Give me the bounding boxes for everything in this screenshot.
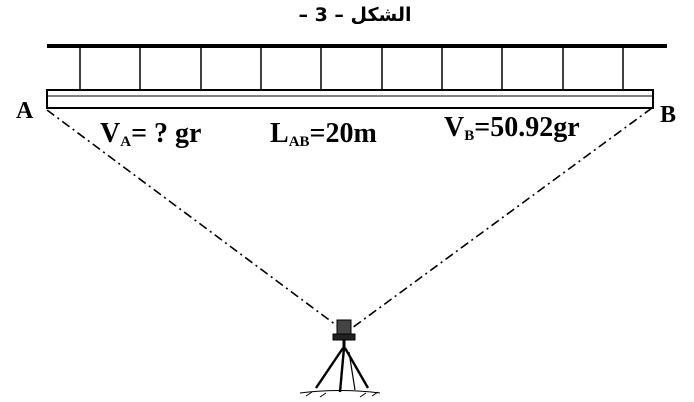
lab-symbol: L <box>270 118 289 149</box>
beam-verticals <box>79 46 624 90</box>
vb-subscript: B <box>464 128 475 144</box>
lab-value: =20m <box>309 118 377 149</box>
theodolite-icon <box>299 319 381 398</box>
beam-deck <box>46 89 654 109</box>
va-value: = ? gr <box>131 118 202 149</box>
point-a-label: A <box>16 98 34 124</box>
vb-value: =50.92gr <box>474 112 580 143</box>
point-b-label: B <box>660 102 677 128</box>
va-subscript: A <box>120 134 132 150</box>
lab-label: LAB=20m <box>270 118 377 151</box>
va-label: VA= ? gr <box>100 118 201 151</box>
lab-subscript: AB <box>288 134 310 150</box>
va-symbol: V <box>100 118 121 149</box>
figure-title: الشكل – 3 – <box>298 4 412 26</box>
vb-label: VB=50.92gr <box>444 112 580 145</box>
sight-line-b <box>351 107 653 329</box>
vb-symbol: V <box>444 112 465 143</box>
sight-line-a <box>46 109 341 329</box>
